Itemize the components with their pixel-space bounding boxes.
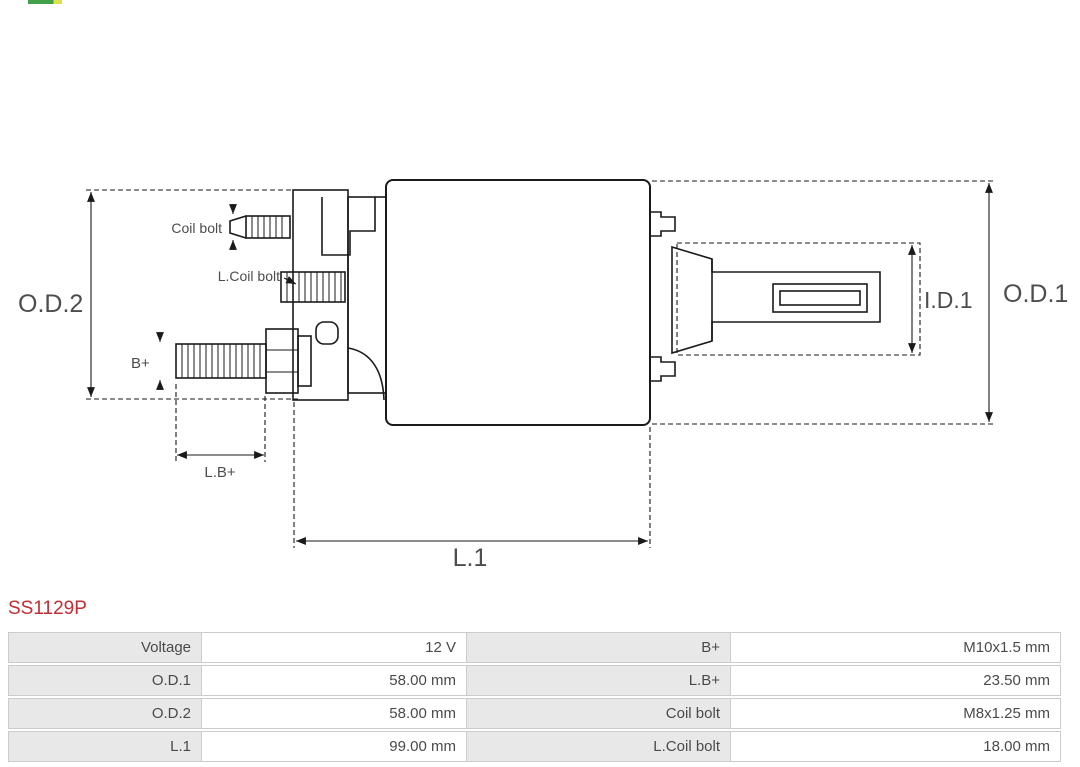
part-number: SS1129P (8, 598, 87, 619)
logo-fragment (28, 0, 62, 4)
table-row: L.1 99.00 mm L.Coil bolt 18.00 mm (8, 731, 1061, 762)
spec-section: SS1129P Voltage 12 V B+ M10x1.5 mm O.D.1… (8, 597, 1061, 764)
spec-label: L.1 (8, 731, 202, 762)
plunger-shaft (671, 245, 881, 355)
spec-value: 23.50 mm (731, 665, 1061, 696)
spec-value: 58.00 mm (202, 698, 467, 729)
spec-label: B+ (467, 632, 731, 663)
ann-b-plus: B+ (131, 332, 164, 390)
dim-l1: L.1 (293, 402, 651, 572)
mounting-flange (292, 189, 387, 401)
solenoid-drawing (175, 179, 881, 426)
spec-value: 99.00 mm (202, 731, 467, 762)
spec-value: 58.00 mm (202, 665, 467, 696)
spec-value: M8x1.25 mm (731, 698, 1061, 729)
spec-label: O.D.1 (8, 665, 202, 696)
technical-diagram: O.D.2 O.D.1 I.D.1 Coil bolt L.Coil bolt … (18, 179, 1068, 572)
label-l1: L.1 (453, 544, 488, 572)
label-b-plus: B+ (131, 355, 150, 372)
spec-table: Voltage 12 V B+ M10x1.5 mm O.D.1 58.00 m… (8, 630, 1061, 764)
spec-label: L.Coil bolt (467, 731, 731, 762)
coil-bolt-stud (229, 215, 291, 239)
dim-od2: O.D.2 (18, 189, 298, 400)
spec-label: O.D.2 (8, 698, 202, 729)
right-terminal-studs (651, 211, 676, 382)
coil-bolt-thread-section (280, 271, 346, 303)
spec-value: 12 V (202, 632, 467, 663)
dim-l-b-plus: L.B+ (175, 384, 266, 481)
label-l-b-plus: L.B+ (204, 464, 236, 481)
dim-id1: I.D.1 (676, 242, 973, 356)
spec-value: 18.00 mm (731, 731, 1061, 762)
label-l-coil-bolt: L.Coil bolt (218, 268, 280, 284)
spec-label: Coil bolt (467, 698, 731, 729)
label-id1: I.D.1 (924, 287, 973, 313)
ann-coil-bolt: Coil bolt (171, 204, 237, 250)
label-od1: O.D.1 (1003, 280, 1068, 308)
dim-od1: O.D.1 (652, 180, 1068, 425)
table-row: Voltage 12 V B+ M10x1.5 mm (8, 632, 1061, 663)
spec-value: M10x1.5 mm (731, 632, 1061, 663)
table-row: O.D.1 58.00 mm L.B+ 23.50 mm (8, 665, 1061, 696)
ann-l-coil-bolt: L.Coil bolt (218, 268, 297, 285)
label-coil-bolt: Coil bolt (171, 220, 222, 236)
spec-label: Voltage (8, 632, 202, 663)
label-od2: O.D.2 (18, 290, 83, 318)
b-plus-stud (175, 321, 339, 394)
table-row: O.D.2 58.00 mm Coil bolt M8x1.25 mm (8, 698, 1061, 729)
solenoid-body (385, 179, 651, 426)
spec-label: L.B+ (467, 665, 731, 696)
